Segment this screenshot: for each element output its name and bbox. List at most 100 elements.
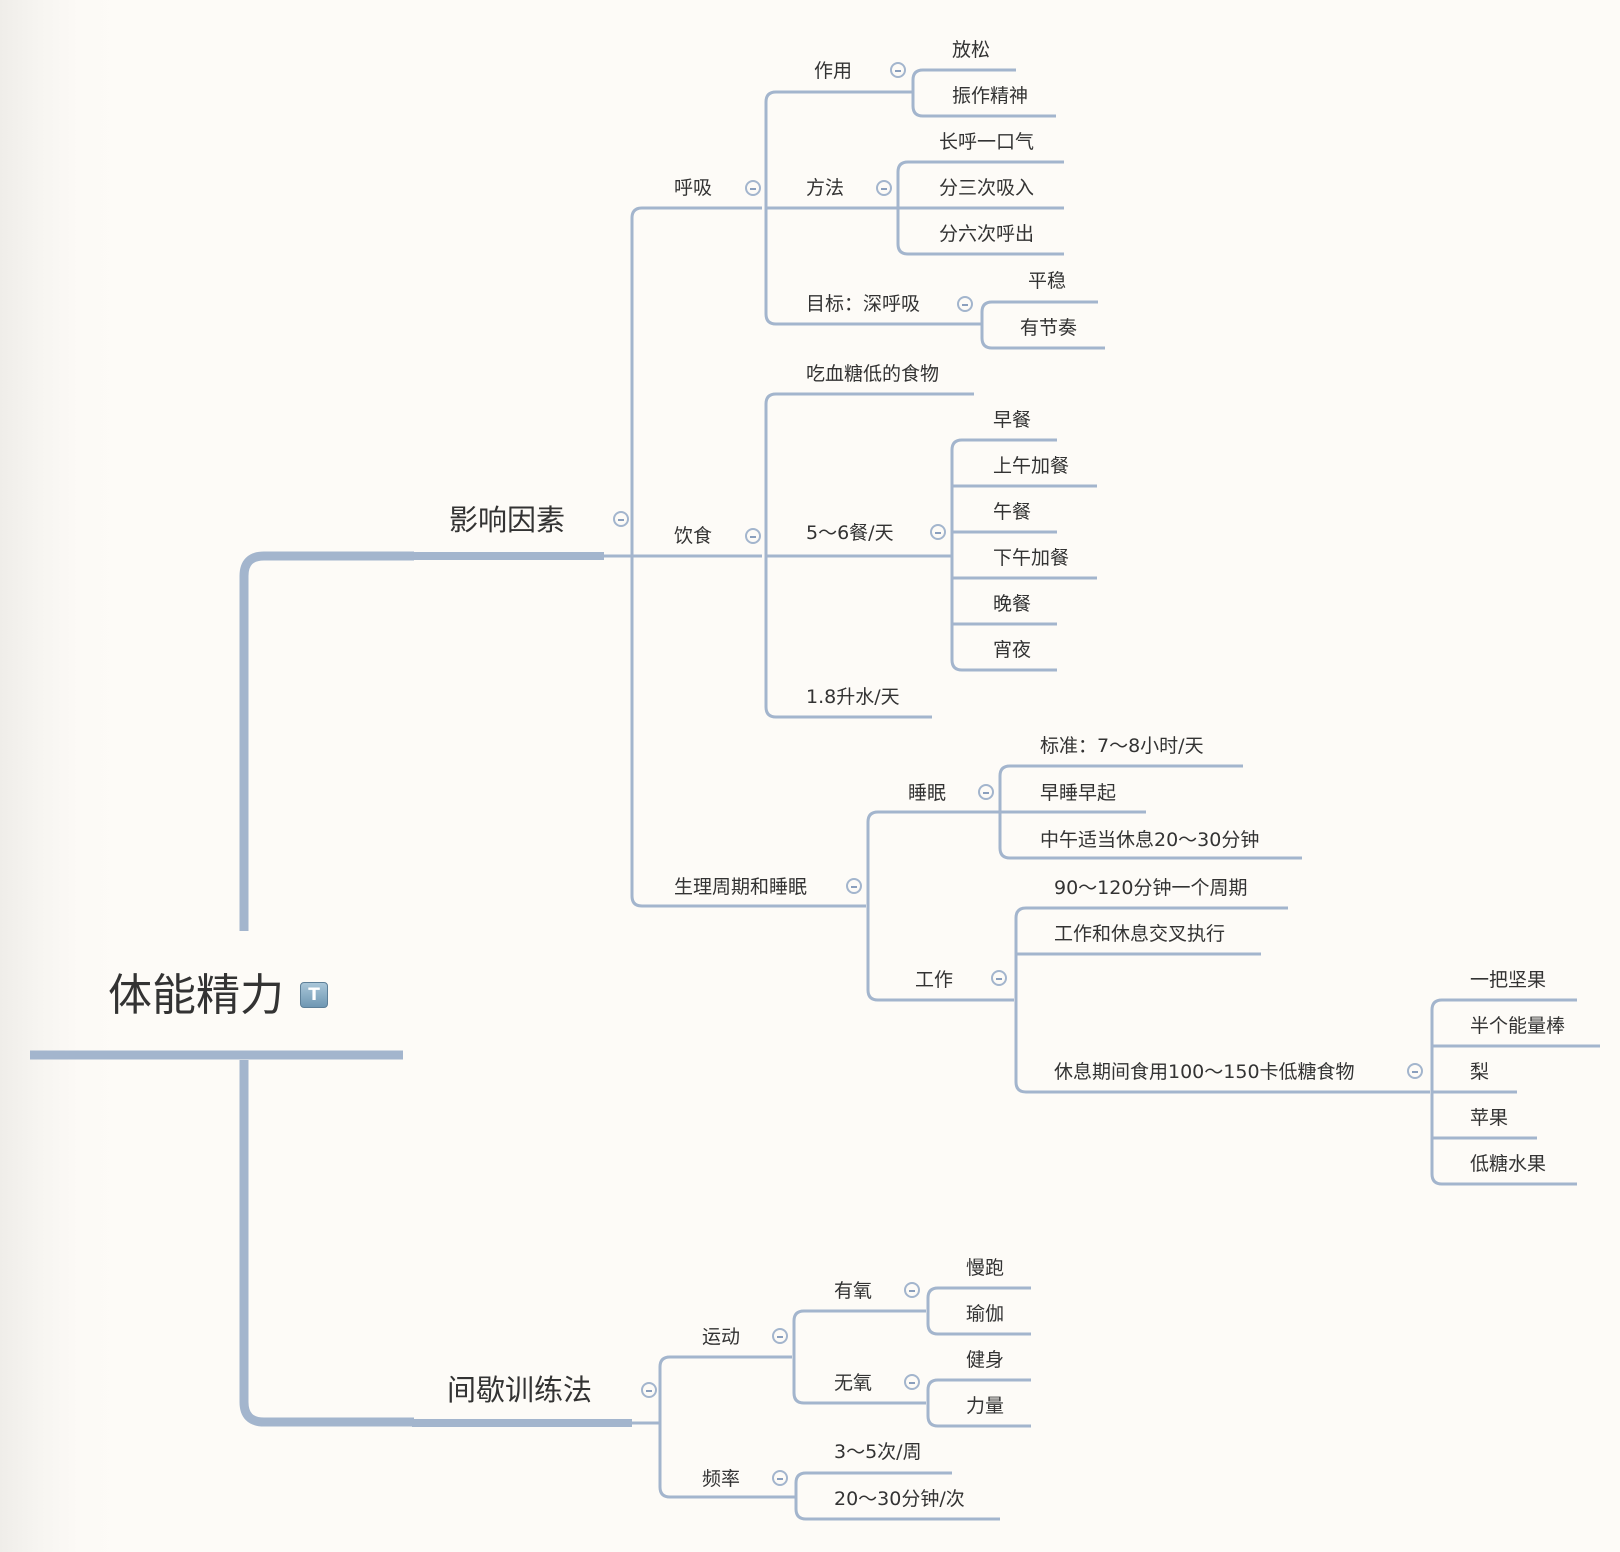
branch-line [926, 1323, 1031, 1336]
topic-leaf[interactable]: 健身 [966, 1349, 1005, 1371]
branch-line [896, 243, 1064, 256]
text-note-icon[interactable]: T [300, 982, 328, 1008]
topic-leaf[interactable]: 上午加餐 [993, 455, 1070, 477]
topic-leaf[interactable]: 90～120分钟一个周期 [1054, 877, 1248, 899]
branch-line [764, 392, 974, 405]
topic-exercise[interactable]: 运动 [702, 1326, 741, 1348]
topic-aerobic[interactable]: 有氧 [834, 1280, 873, 1302]
topic-leaf[interactable]: 一把坚果 [1470, 969, 1547, 991]
topic-leaf[interactable]: 瑜伽 [966, 1303, 1005, 1325]
topic-leaf[interactable]: 放松 [952, 39, 991, 61]
branch-line [926, 1286, 1031, 1299]
branch-line [866, 810, 1006, 823]
topic-sleep[interactable]: 睡眠 [908, 782, 947, 804]
branch-line [896, 160, 1064, 173]
branch-line [950, 438, 1057, 451]
topic-leaf[interactable]: 3～5次/周 [834, 1441, 922, 1463]
collapse-toggle-icon[interactable] [772, 1328, 788, 1344]
collapse-toggle-icon[interactable] [1407, 1063, 1423, 1079]
topic-effect[interactable]: 作用 [814, 60, 853, 82]
topic-anaerobic[interactable]: 无氧 [834, 1372, 873, 1394]
branch-line [926, 1415, 1031, 1428]
collapse-toggle-icon[interactable] [876, 180, 892, 196]
branch-line [911, 68, 1016, 81]
topic-leaf[interactable]: 苹果 [1470, 1107, 1509, 1129]
topic-method[interactable]: 方法 [806, 177, 845, 199]
branch-line [950, 659, 1057, 672]
branch-line [911, 105, 1056, 118]
topic-interval-training[interactable]: 间歇训练法 [447, 1373, 593, 1407]
topic-breathing[interactable]: 呼吸 [674, 177, 713, 199]
topic-frequency[interactable]: 频率 [702, 1468, 741, 1490]
topic-leaf[interactable]: 中午适当休息20～30分钟 [1040, 829, 1260, 851]
branch-line [764, 706, 932, 719]
root-trunk [239, 551, 414, 931]
collapse-toggle-icon[interactable] [641, 1382, 657, 1398]
topic-leaf[interactable]: 力量 [966, 1395, 1005, 1417]
collapse-toggle-icon[interactable] [846, 878, 862, 894]
topic-meals-per-day[interactable]: 5～6餐/天 [806, 522, 894, 544]
topic-leaf[interactable]: 分三次吸入 [939, 177, 1035, 199]
collapse-toggle-icon[interactable] [991, 970, 1007, 986]
branch-line [764, 90, 913, 103]
collapse-toggle-icon[interactable] [890, 62, 906, 78]
branch-line [764, 313, 982, 326]
branch-line [998, 847, 1302, 860]
topic-leaf[interactable]: 慢跑 [966, 1257, 1005, 1279]
collapse-toggle-icon[interactable] [772, 1470, 788, 1486]
topic-leaf[interactable]: 有节奏 [1020, 317, 1078, 339]
topic-leaf[interactable]: 早餐 [993, 409, 1032, 431]
root-topic-label: 体能精力 [108, 970, 284, 1021]
branch-line [1014, 1081, 1430, 1094]
topic-leaf[interactable]: 早睡早起 [1040, 782, 1117, 804]
topic-leaf[interactable]: 1.8升水/天 [806, 686, 900, 708]
collapse-toggle-icon[interactable] [930, 524, 946, 540]
topic-leaf[interactable]: 振作精神 [952, 85, 1029, 107]
collapse-toggle-icon[interactable] [745, 528, 761, 544]
branch-line [980, 300, 1098, 313]
branch-line [998, 764, 1243, 777]
branch-line [1430, 1173, 1577, 1186]
branch-line [658, 1486, 796, 1499]
collapse-toggle-icon[interactable] [904, 1374, 920, 1390]
collapse-toggle-icon[interactable] [745, 180, 761, 196]
topic-influencing-factors[interactable]: 影响因素 [449, 503, 566, 537]
root-trunk [239, 1060, 414, 1427]
root-topic[interactable]: 体能精力 [108, 970, 284, 1022]
topic-leaf[interactable]: 下午加餐 [993, 547, 1070, 569]
branch-line [794, 1508, 1000, 1521]
topic-diet[interactable]: 饮食 [674, 525, 713, 547]
topic-leaf[interactable]: 午餐 [993, 501, 1032, 523]
topic-leaf[interactable]: 平稳 [1028, 270, 1067, 292]
topic-leaf[interactable]: 20～30分钟/次 [834, 1488, 965, 1510]
collapse-toggle-icon[interactable] [957, 296, 973, 312]
topic-cycle-sleep[interactable]: 生理周期和睡眠 [674, 876, 808, 898]
topic-leaf[interactable]: 吃血糖低的食物 [806, 363, 940, 385]
topic-leaf[interactable]: 半个能量棒 [1470, 1015, 1566, 1037]
collapse-toggle-icon[interactable] [978, 784, 994, 800]
topic-leaf[interactable]: 长呼一口气 [939, 131, 1035, 153]
branch-line [630, 895, 866, 908]
branch-line [980, 337, 1105, 350]
branch-line [1014, 906, 1288, 919]
branch-line [658, 1355, 792, 1368]
topic-leaf[interactable]: 梨 [1470, 1061, 1490, 1083]
branch-line [794, 1471, 952, 1484]
topic-leaf[interactable]: 低糖水果 [1470, 1153, 1547, 1175]
branch-line [792, 1309, 926, 1322]
topic-leaf[interactable]: 标准：7～8小时/天 [1040, 735, 1204, 757]
branch-line [792, 1392, 926, 1405]
topic-leaf[interactable]: 工作和休息交叉执行 [1054, 923, 1226, 945]
topic-goal[interactable]: 目标：深呼吸 [806, 293, 921, 315]
branch-line [866, 989, 1014, 1002]
collapse-toggle-icon[interactable] [613, 511, 629, 527]
collapse-toggle-icon[interactable] [904, 1282, 920, 1298]
topic-leaf[interactable]: 晚餐 [993, 593, 1032, 615]
topic-work[interactable]: 工作 [915, 969, 954, 991]
branch-line [1430, 998, 1577, 1011]
topic-leaf[interactable]: 宵夜 [993, 639, 1032, 661]
branch-line [926, 1378, 1031, 1391]
topic-leaf[interactable]: 分六次呼出 [939, 223, 1035, 245]
topic-rest-snack[interactable]: 休息期间食用100～150卡低糖食物 [1054, 1061, 1355, 1083]
